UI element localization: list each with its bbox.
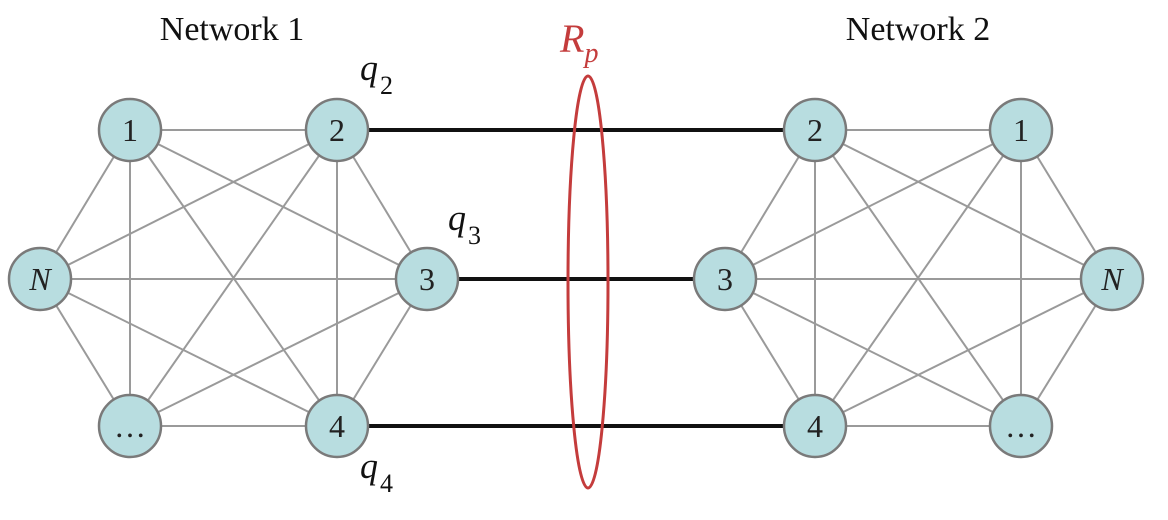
network1-node-circle-dots bbox=[97, 393, 163, 459]
network1-nodes: 1 2 3 4 … N bbox=[7, 97, 460, 459]
network1-title: Network 1 bbox=[160, 11, 304, 48]
network1-edge-1-3 bbox=[129, 129, 428, 280]
network2-edge-N-4 bbox=[814, 278, 1113, 427]
rp-ellipse bbox=[566, 74, 610, 490]
q2-label-main: q bbox=[360, 48, 378, 88]
network2-title: Network 2 bbox=[846, 11, 990, 48]
q2-label-sub: 2 bbox=[380, 71, 393, 100]
network1-edge-2-N bbox=[39, 129, 338, 280]
network2-node-dots: … bbox=[988, 393, 1054, 459]
q2-label: q2 bbox=[360, 48, 393, 100]
q3-label-sub: 3 bbox=[468, 221, 481, 250]
q3-label: q3 bbox=[448, 198, 481, 250]
network2-node-circle-2 bbox=[782, 97, 848, 163]
q3-label-main: q bbox=[448, 198, 466, 238]
network1-node-circle-4 bbox=[304, 393, 370, 459]
network2-node-circle-dots bbox=[988, 393, 1054, 459]
network2-node-2: 2 bbox=[782, 97, 848, 163]
network2-node-N: N bbox=[1079, 246, 1145, 312]
network1-node-circle-N bbox=[7, 246, 73, 312]
network1-node-N: N bbox=[7, 246, 73, 312]
q4-label-main: q bbox=[360, 446, 378, 486]
network2-node-label-N: N bbox=[1100, 261, 1124, 297]
rp-label-main: R bbox=[559, 16, 584, 61]
network1-node-circle-1 bbox=[97, 97, 163, 163]
q4-label: q4 bbox=[360, 446, 393, 498]
network2-node-circle-3 bbox=[692, 246, 758, 312]
network1-edges bbox=[39, 129, 428, 427]
network2-edges bbox=[724, 129, 1113, 427]
network1-node-4: 4 bbox=[304, 393, 370, 459]
network2-node-circle-4 bbox=[782, 393, 848, 459]
network2-node-label-1: 1 bbox=[1013, 112, 1029, 148]
network1-node-1: 1 bbox=[97, 97, 163, 163]
network1-node-circle-2 bbox=[304, 97, 370, 163]
network2-node-label-3: 3 bbox=[717, 261, 733, 297]
network2-node-4: 4 bbox=[782, 393, 848, 459]
network1-node-3: 3 bbox=[394, 246, 460, 312]
network2-edge-1-3 bbox=[724, 129, 1022, 280]
network2-nodes: 2 1 3 N 4 … bbox=[692, 97, 1145, 459]
network1-node-label-1: 1 bbox=[122, 112, 138, 148]
network2-node-1: 1 bbox=[988, 97, 1054, 163]
network2-node-circle-1 bbox=[988, 97, 1054, 163]
network2-edge-3-dots bbox=[724, 278, 1022, 427]
network1-node-label-2: 2 bbox=[329, 112, 345, 148]
network1-node-circle-3 bbox=[394, 246, 460, 312]
network2-node-3: 3 bbox=[692, 246, 758, 312]
network1-edge-3-dots bbox=[129, 278, 428, 427]
network1-node-label-N: N bbox=[28, 261, 52, 297]
network2-node-circle-N bbox=[1079, 246, 1145, 312]
network1-node-label-3: 3 bbox=[419, 261, 435, 297]
rp-label: Rp bbox=[559, 16, 598, 69]
network1-node-label-4: 4 bbox=[329, 408, 345, 444]
network2-node-label-2: 2 bbox=[807, 112, 823, 148]
network1-edge-4-N bbox=[39, 278, 338, 427]
network1-node-2: 2 bbox=[304, 97, 370, 163]
network2-edge-2-N bbox=[814, 129, 1113, 280]
network1-node-dots: … bbox=[97, 393, 163, 459]
rp-label-sub: p bbox=[582, 38, 598, 69]
q4-label-sub: 4 bbox=[380, 469, 393, 498]
network2-node-label-dots: … bbox=[1005, 408, 1037, 444]
network1-node-label-dots: … bbox=[114, 408, 146, 444]
network2-node-label-4: 4 bbox=[807, 408, 823, 444]
